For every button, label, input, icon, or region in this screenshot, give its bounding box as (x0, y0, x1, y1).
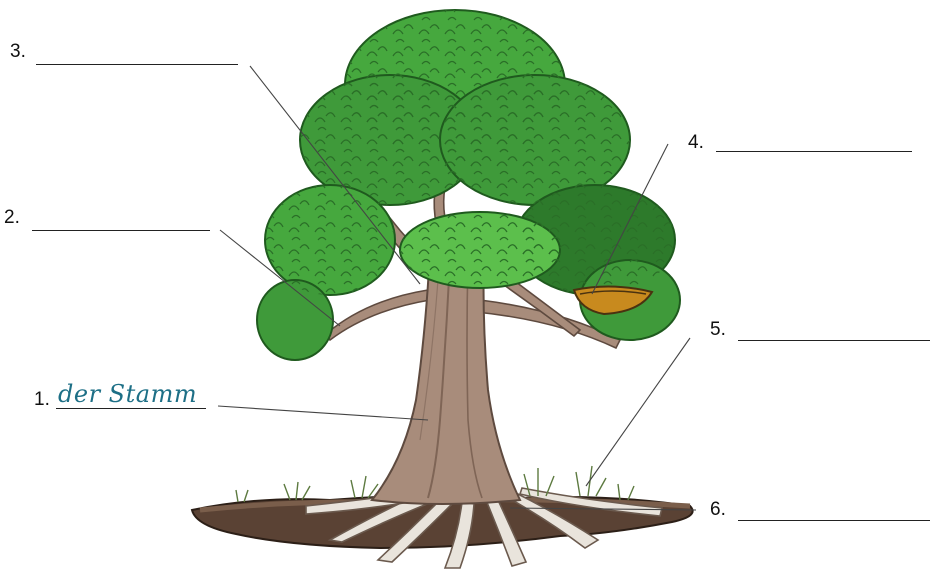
answer-blank-1[interactable] (56, 408, 206, 409)
leader-line-5 (586, 338, 690, 486)
answer-blank-5[interactable] (738, 340, 930, 341)
label-number-4: 4. (688, 133, 704, 152)
answer-blank-4[interactable] (716, 151, 912, 152)
label-number-2: 2. (4, 208, 20, 227)
answer-text-1[interactable]: der Stamm (58, 382, 197, 406)
label-number-6: 6. (710, 500, 726, 519)
answer-blank-6[interactable] (738, 520, 930, 521)
label-number-3: 3. (10, 42, 26, 61)
answer-blank-2[interactable] (32, 230, 210, 231)
label-number-1: 1. (34, 390, 50, 409)
answer-blank-3[interactable] (36, 64, 238, 65)
leader-line-1 (218, 406, 428, 420)
label-number-5: 5. (710, 320, 726, 339)
